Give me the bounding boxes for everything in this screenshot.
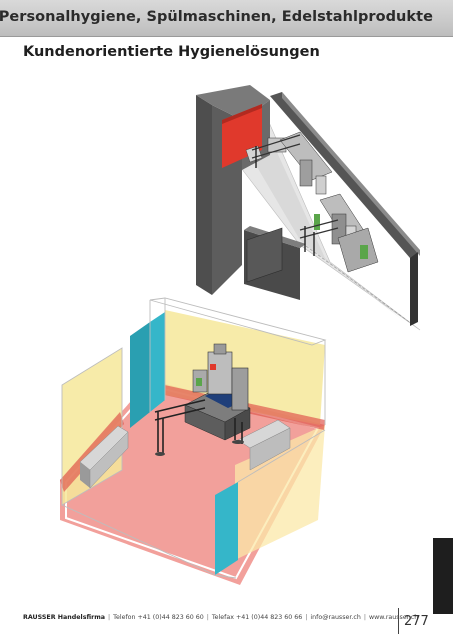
footer-fax: Telefax +41 (0)44 823 60 66	[211, 614, 303, 621]
footer-phone: Telefon +41 (0)44 823 60 60	[113, 614, 204, 621]
footer-email-link[interactable]: info@rausser.ch	[310, 614, 361, 621]
room-plan-top	[196, 85, 421, 331]
page-header-title: Personalhygiene, Spülmaschinen, Edelstah…	[0, 9, 433, 25]
footer-separator: |	[305, 614, 308, 621]
footer-website-link[interactable]: www.rausser.ch	[368, 614, 419, 621]
header-bar: Personalhygiene, Spülmaschinen, Edelstah…	[0, 0, 453, 37]
footer-separator: |	[206, 614, 209, 621]
side-tab-marker	[433, 538, 453, 614]
page-number: 277	[404, 614, 429, 629]
section-title: Kundenorientierte Hygienelösungen	[23, 44, 320, 60]
footer-separator: |	[363, 614, 366, 621]
footer-separator: |	[108, 614, 111, 621]
footer: RAUSSER Handelsfirma|Telefon +41 (0)44 8…	[23, 614, 418, 621]
room-plan-bottom	[60, 297, 327, 585]
footer-brand: RAUSSER Handelsfirma	[23, 614, 106, 621]
illustration-area	[60, 85, 421, 585]
page-number-rule	[398, 608, 399, 634]
